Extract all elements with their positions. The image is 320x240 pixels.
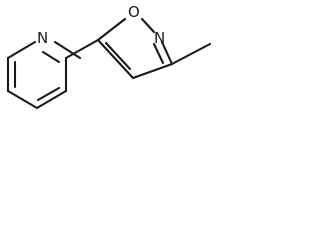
pyridine-bond-c5-c4	[6, 89, 39, 110]
isoxazole-bond-c3-c4	[131, 62, 174, 80]
pyridine-bond-c4-c3-inner	[36, 86, 61, 102]
isoxazole-bond-n2-c3	[160, 40, 174, 66]
methyl-bond	[170, 42, 212, 66]
isoxazole-oxygen-label: O	[128, 3, 140, 21]
pyridine-nitrogen-label: N	[37, 29, 48, 47]
isoxazole-nitrogen-label: N	[154, 29, 165, 47]
pyridine-bond-c4-c3	[35, 89, 68, 110]
pyridine-bond-n1-c6	[6, 40, 37, 60]
isoxazole-bond-n2-c3-inner	[152, 42, 165, 65]
isoxazole-bond-c4-c5	[96, 38, 135, 80]
isoxazole-bond-c4-c5-inner	[104, 41, 132, 71]
molecule-structure-diagram: O N N	[6, 3, 212, 110]
pyridine-ring	[6, 40, 82, 110]
pyridine-bond-c2-n1	[53, 40, 82, 60]
isoxazole-ring	[96, 17, 174, 80]
isoxazole-bond-c5-o1	[96, 17, 127, 42]
pyridine-bond-c2-n1-inner	[41, 50, 61, 64]
isoxazole-bond-o1-n2	[140, 17, 156, 34]
ring-linker-bond	[64, 38, 100, 60]
